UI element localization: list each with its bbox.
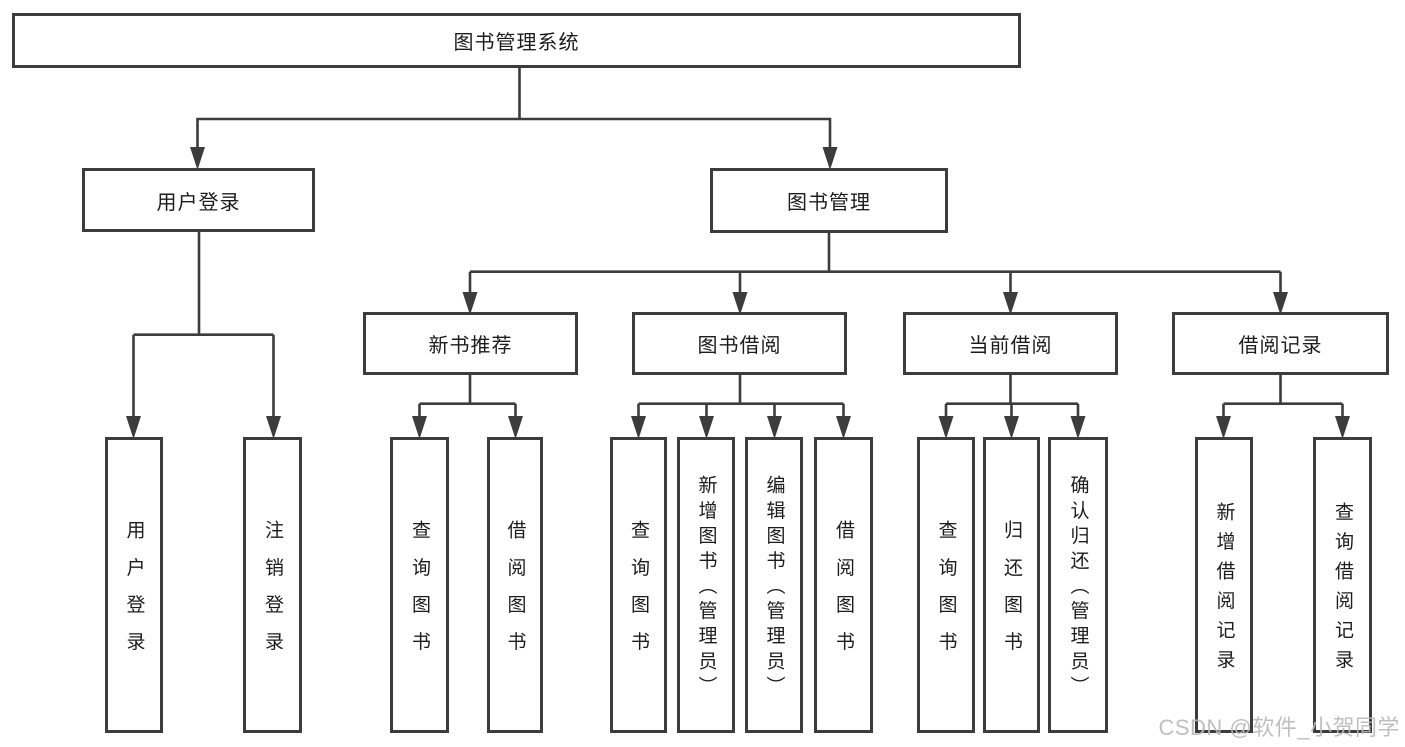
node-user-login: 用户登录: [82, 168, 315, 232]
node-leaf-confirm-return-admin: 确认归还（管理员）: [1048, 437, 1108, 733]
node-leaf-logout: 注销登录: [243, 437, 302, 733]
node-leaf-user-login: 用户登录: [105, 437, 163, 733]
node-leaf-query-books-borrowing: 查询图书: [610, 437, 667, 733]
node-leaf-borrow-books-recommend: 借阅图书: [487, 437, 543, 733]
node-leaf-query-books-recommend: 查询图书: [390, 437, 449, 733]
node-leaf-edit-books-admin: 编辑图书（管理员）: [745, 437, 803, 733]
node-leaf-add-borrow-record: 新增借阅记录: [1195, 437, 1253, 733]
node-leaf-add-books-admin: 新增图书（管理员）: [677, 437, 735, 733]
node-current-borrowing: 当前借阅: [903, 312, 1118, 375]
node-leaf-query-books-current: 查询图书: [917, 437, 975, 733]
node-leaf-return-books: 归还图书: [983, 437, 1040, 733]
node-leaf-query-borrow-record: 查询借阅记录: [1313, 437, 1372, 733]
node-borrowing-records: 借阅记录: [1172, 312, 1389, 375]
node-new-book-recommendation: 新书推荐: [363, 312, 578, 375]
node-leaf-borrow-books-borrowing: 借阅图书: [814, 437, 873, 733]
node-library-system: 图书管理系统: [12, 13, 1021, 68]
node-book-management: 图书管理: [710, 168, 948, 233]
node-book-borrowing: 图书借阅: [632, 312, 847, 375]
